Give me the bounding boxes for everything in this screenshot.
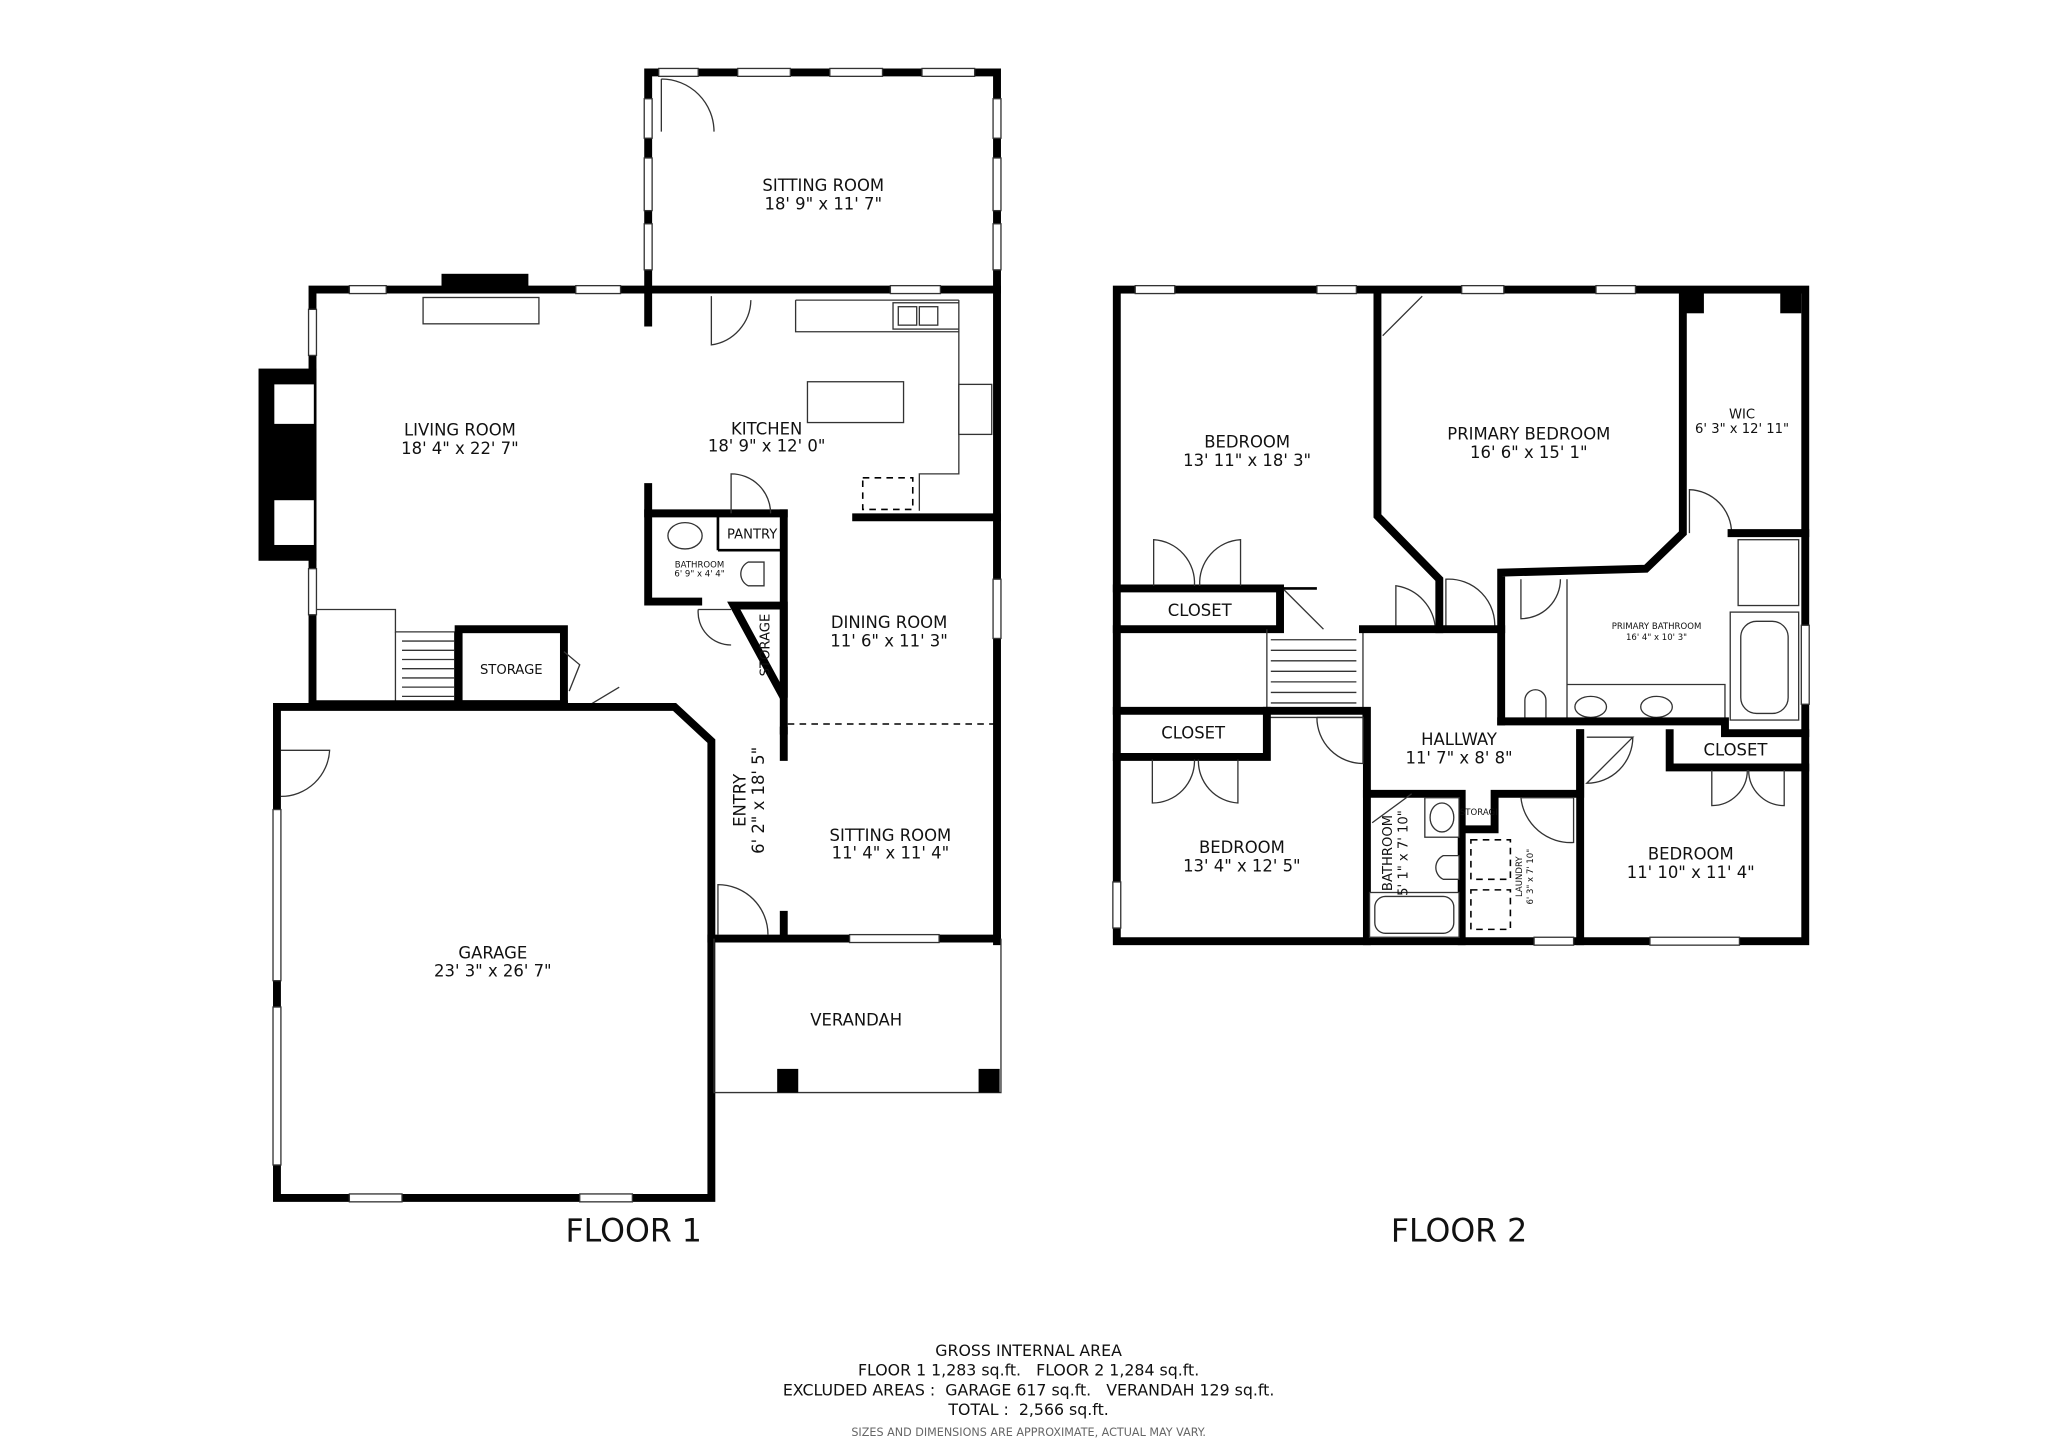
room-size-bedroom-nw: 13' 11" x 18' 3" [1183, 451, 1311, 470]
room-size-bedroom-se: 11' 10" x 11' 4" [1627, 863, 1755, 882]
room-name-bathroom-f2: BATHROOM [1381, 815, 1396, 891]
summary-total: TOTAL : 2,566 sq.ft. [947, 1400, 1108, 1419]
room-size-hallway: 11' 7" x 8' 8" [1406, 748, 1513, 767]
room-size-garage: 23' 3" x 26' 7" [434, 962, 552, 981]
room-size-laundry: 6' 3" x 7' 10" [1526, 849, 1536, 905]
room-name-sitting-room-top: SITTING ROOM [762, 176, 884, 195]
room-size-primary-bedroom: 16' 6" x 15' 1" [1470, 443, 1588, 462]
room-size-bathroom-f2: 5' 1" x 7' 10" [1397, 810, 1412, 896]
room-name-closet-nw: CLOSET [1168, 601, 1233, 620]
room-name-primary-bathroom: PRIMARY BATHROOM [1612, 622, 1702, 632]
room-name-storage-small: STORAGE [758, 614, 773, 677]
fireplace [441, 273, 529, 293]
room-name-closet-se: CLOSET [1704, 741, 1769, 760]
door-swing [660, 78, 715, 132]
floor-2-title: FLOOR 2 [1391, 1213, 1527, 1249]
summary-excluded: EXCLUDED AREAS : GARAGE 617 sq.ft. VERAN… [783, 1380, 1275, 1399]
room-name-bathroom: BATHROOM [675, 560, 724, 570]
room-name-verandah: VERANDAH [810, 1010, 902, 1029]
summary-heading: GROSS INTERNAL AREA [935, 1341, 1122, 1360]
room-name-garage: GARAGE [458, 943, 527, 962]
summary-floors: FLOOR 1 1,283 sq.ft. FLOOR 2 1,284 sq.ft… [858, 1361, 1199, 1380]
room-name-kitchen: KITCHEN [731, 419, 802, 438]
room-name-living-room: LIVING ROOM [404, 421, 516, 440]
room-name-sitting-room: SITTING ROOM [830, 826, 952, 845]
area-summary: GROSS INTERNAL AREA FLOOR 1 1,283 sq.ft.… [783, 1341, 1275, 1439]
room-size-dining-room: 11' 6" x 11' 3" [830, 631, 948, 650]
room-size-sitting-room: 11' 4" x 11' 4" [832, 843, 950, 862]
floor-1-plan: SITTING ROOM 18' 9" x 11' 7" LIVING ROOM… [258, 67, 1002, 1249]
floor-2-plan: BEDROOM 13' 11" x 18' 3" PRIMARY BEDROOM… [1112, 284, 1810, 1249]
room-size-bathroom: 6' 9" x 4' 4" [674, 570, 724, 580]
room-size-wic: 6' 3" x 12' 11" [1695, 422, 1789, 437]
room-name-entry: ENTRY [731, 773, 750, 827]
room-size-primary-bathroom: 16' 4" x 10' 3" [1626, 633, 1687, 643]
room-name-hallway: HALLWAY [1421, 730, 1498, 749]
room-size-living-room: 18' 4" x 22' 7" [401, 439, 519, 458]
floor-1-title: FLOOR 1 [565, 1213, 701, 1249]
summary-disclaimer: SIZES AND DIMENSIONS ARE APPROXIMATE, AC… [851, 1426, 1206, 1439]
room-size-sitting-room-top: 18' 9" x 11' 7" [764, 194, 882, 213]
room-name-laundry: LAUNDRY [1515, 856, 1525, 897]
room-name-bedroom-sw: BEDROOM [1199, 838, 1285, 857]
room-name-dining-room: DINING ROOM [831, 613, 947, 632]
room-size-bedroom-sw: 13' 4" x 12' 5" [1183, 856, 1301, 875]
room-name-storage-f2: STORAGI [1460, 808, 1498, 818]
room-size-kitchen: 18' 9" x 12' 0" [708, 437, 826, 456]
room-name-wic: WIC [1729, 408, 1755, 423]
room-size-entry: 6' 2" x 18' 5" [749, 747, 768, 854]
room-name-primary-bedroom: PRIMARY BEDROOM [1447, 425, 1610, 444]
room-name-closet-sw: CLOSET [1161, 723, 1226, 742]
room-name-bedroom-se: BEDROOM [1648, 845, 1734, 864]
room-name-pantry: PANTRY [727, 527, 778, 542]
room-name-storage: STORAGE [480, 663, 543, 678]
room-name-bedroom-nw: BEDROOM [1204, 433, 1290, 452]
